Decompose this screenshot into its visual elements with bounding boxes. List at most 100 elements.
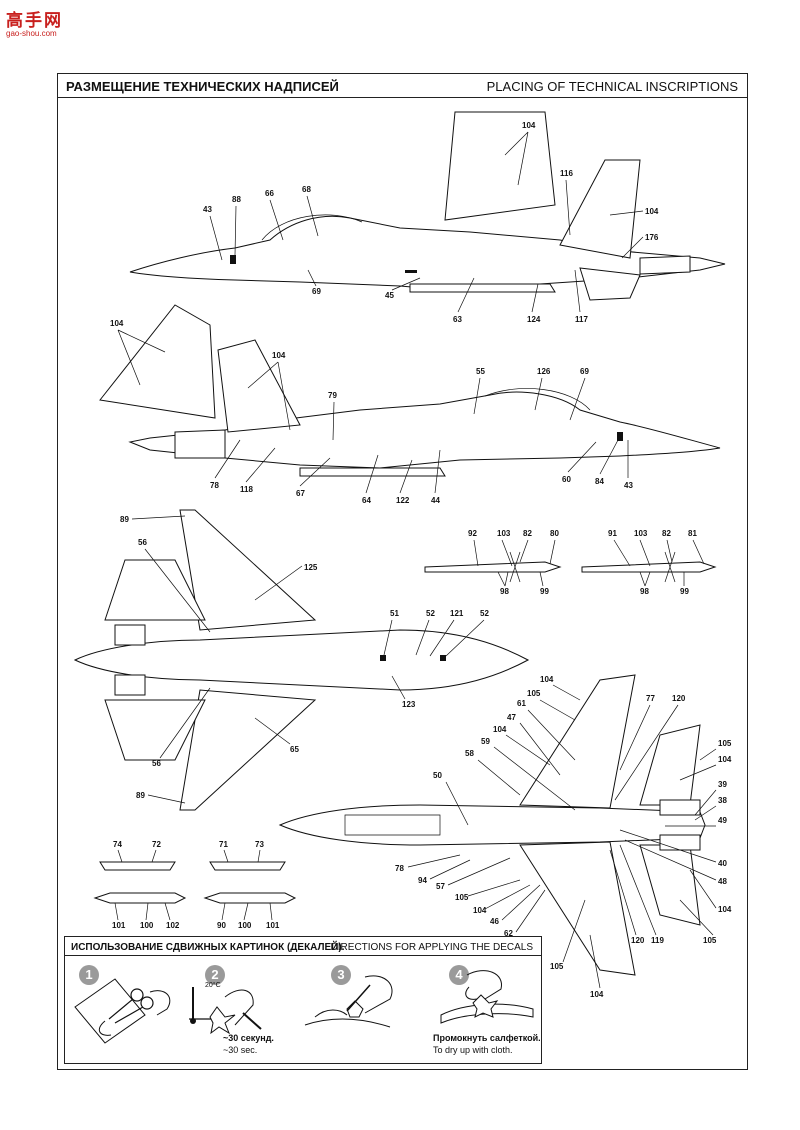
callout-84: 84 xyxy=(595,477,604,486)
callout-101: 101 xyxy=(266,921,280,930)
callout-38: 38 xyxy=(718,796,727,805)
callout-126: 126 xyxy=(537,367,551,376)
callout-65: 65 xyxy=(290,745,299,754)
directions-title-ru: ИСПОЛЬЗОВАНИЕ СДВИЖНЫХ КАРТИНОК (ДЕКАЛЕЙ… xyxy=(71,942,345,953)
bottom-view-engine-upper xyxy=(659,799,701,816)
callout-43: 43 xyxy=(624,481,633,490)
page-title-ru: РАЗМЕЩЕНИЕ ТЕХНИЧЕСКИХ НАДПИСЕЙ xyxy=(66,79,339,94)
top-view-engine-upper xyxy=(114,624,146,646)
callout-104: 104 xyxy=(110,319,124,328)
callout-98: 98 xyxy=(640,587,649,596)
missile-b xyxy=(581,551,717,583)
callout-50: 50 xyxy=(433,771,442,780)
top-view-engine-lower xyxy=(114,674,146,696)
bottom-view-tail-lower xyxy=(639,844,701,926)
callout-57: 57 xyxy=(436,882,445,891)
callout-49: 49 xyxy=(718,816,727,825)
callout-176: 176 xyxy=(645,233,659,242)
top-view-wing-lower xyxy=(179,689,317,811)
callout-122: 122 xyxy=(396,496,410,505)
callout-117: 117 xyxy=(575,315,588,324)
small-parts xyxy=(93,861,297,904)
step-4-text-en: To dry up with cloth. xyxy=(433,1045,513,1055)
side-view-left-canopy xyxy=(261,214,363,241)
callout-123: 123 xyxy=(402,700,416,709)
callout-120: 120 xyxy=(672,694,686,703)
callout-39: 39 xyxy=(718,780,727,789)
callout-82: 82 xyxy=(523,529,532,538)
callout-104: 104 xyxy=(522,121,536,130)
callout-124: 124 xyxy=(527,315,541,324)
missile-a-fins xyxy=(509,551,521,583)
callout-100: 100 xyxy=(140,921,154,930)
callout-104: 104 xyxy=(645,207,659,216)
side-view-right-fin-left xyxy=(99,304,216,419)
decal-directions: ИСПОЛЬЗОВАНИЕ СДВИЖНЫХ КАРТИНОК (ДЕКАЛЕЙ… xyxy=(64,936,542,1064)
step-2-temperature: 20°C xyxy=(205,982,221,989)
side-view-left-stabilizer xyxy=(579,267,641,301)
tank-b xyxy=(203,892,297,904)
step-1-scissors-icon xyxy=(74,978,171,1044)
callouts-missiles: 92 103 82 80 98 99 91 103 82 81 98 99 xyxy=(468,529,705,596)
step-4-cloth-icon xyxy=(440,970,534,1024)
leader-lines-small-parts xyxy=(114,849,273,921)
missile-b-fins xyxy=(664,551,676,583)
step-2-text-ru: ~30 секунд. xyxy=(223,1033,274,1043)
callout-55: 55 xyxy=(476,367,485,376)
callout-120: 120 xyxy=(631,936,645,945)
callout-92: 92 xyxy=(468,529,477,538)
watermark-url: gao-shou.com xyxy=(6,29,57,38)
callout-45: 45 xyxy=(385,291,394,300)
callout-118: 118 xyxy=(240,485,253,494)
side-view-right-fuselage xyxy=(128,391,721,469)
watermark-title: 高手网 xyxy=(6,11,63,30)
callout-82: 82 xyxy=(662,529,671,538)
callout-119: 119 xyxy=(651,936,664,945)
step-2-text-en: ~30 sec. xyxy=(223,1045,258,1055)
side-view-left xyxy=(129,111,726,301)
sheet-header: РАЗМЕЩЕНИЕ ТЕХНИЧЕСКИХ НАДПИСЕЙ PLACING … xyxy=(58,74,747,98)
callout-121: 121 xyxy=(450,609,464,618)
callout-104: 104 xyxy=(272,351,286,360)
side-view-right xyxy=(99,304,721,477)
callout-105: 105 xyxy=(718,739,732,748)
top-view-tail-upper xyxy=(104,559,206,621)
callout-91: 91 xyxy=(608,529,617,538)
callout-104: 104 xyxy=(590,990,604,999)
callout-104: 104 xyxy=(473,906,487,915)
leader-lines-side-left xyxy=(209,131,644,313)
callout-43: 43 xyxy=(203,205,212,214)
callout-104: 104 xyxy=(718,905,732,914)
side-view-left-engine xyxy=(639,255,691,275)
callout-78: 78 xyxy=(210,481,219,490)
callout-102: 102 xyxy=(166,921,180,930)
side-view-left-mark-88 xyxy=(230,255,236,264)
callout-48: 48 xyxy=(718,877,727,886)
bottom-view-intake xyxy=(344,814,441,836)
pylon-a xyxy=(99,861,176,871)
step-3-number: 3 xyxy=(331,965,351,985)
callout-89: 89 xyxy=(136,791,145,800)
step-2-thermometer-icon xyxy=(189,987,262,1035)
callout-105: 105 xyxy=(455,893,469,902)
callout-81: 81 xyxy=(688,529,697,538)
callout-103: 103 xyxy=(634,529,648,538)
tank-a xyxy=(93,892,187,904)
callout-99: 99 xyxy=(540,587,549,596)
callout-61: 61 xyxy=(517,699,526,708)
callout-105: 105 xyxy=(703,936,717,945)
callout-77: 77 xyxy=(646,694,655,703)
callout-90: 90 xyxy=(217,921,226,930)
top-view-tail-lower xyxy=(104,699,206,761)
top-view-fuselage xyxy=(73,629,530,691)
callout-94: 94 xyxy=(418,876,427,885)
callouts-side-left: 104 116 104 176 43 88 66 68 69 45 63 124… xyxy=(203,121,659,324)
callout-46: 46 xyxy=(490,917,499,926)
bottom-view-fuselage xyxy=(278,804,706,846)
callout-71: 71 xyxy=(219,840,228,849)
callout-59: 59 xyxy=(481,737,490,746)
directions-title-en: DIRECTIONS FOR APPLYING THE DECALS xyxy=(330,942,533,953)
top-view xyxy=(73,509,530,811)
directions-divider xyxy=(65,955,541,956)
